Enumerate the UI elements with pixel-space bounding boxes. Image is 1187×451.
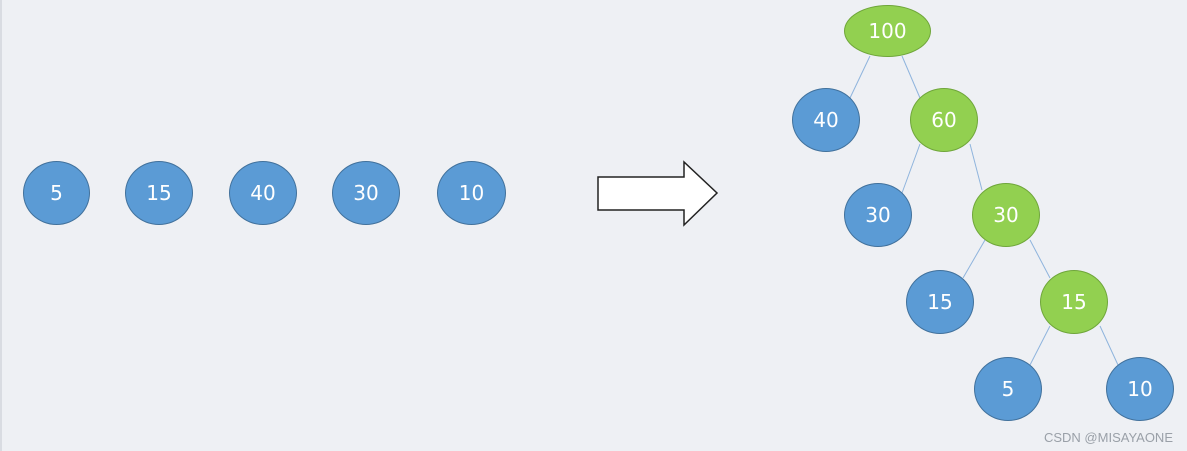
input-node-10: 10 bbox=[437, 161, 506, 225]
tree-node-leaf-15: 15 bbox=[906, 270, 974, 334]
input-node-30: 30 bbox=[332, 161, 400, 225]
edge-100-60 bbox=[901, 55, 921, 99]
edge-100-40 bbox=[849, 55, 871, 99]
edge-60-30-leaf bbox=[901, 143, 921, 194]
edge-60-30-internal bbox=[969, 143, 983, 191]
tree-node-leaf-40: 40 bbox=[792, 88, 860, 152]
tree-node-root: 100 bbox=[844, 5, 931, 57]
edge-15-10 bbox=[1099, 325, 1119, 366]
input-node-40: 40 bbox=[229, 161, 297, 225]
tree-node-leaf-10: 10 bbox=[1106, 357, 1174, 421]
tree-node-internal-60: 60 bbox=[910, 88, 978, 152]
tree-node-internal-15: 15 bbox=[1040, 270, 1108, 334]
edge-30-15-leaf bbox=[962, 239, 986, 279]
watermark: CSDN @MISAYAONE bbox=[1043, 430, 1173, 445]
left-border bbox=[0, 0, 2, 451]
edge-15-5 bbox=[1029, 325, 1051, 366]
input-node-5: 5 bbox=[23, 161, 90, 225]
tree-node-internal-30: 30 bbox=[972, 183, 1040, 247]
input-node-15: 15 bbox=[125, 161, 193, 225]
right-arrow-icon bbox=[597, 160, 719, 227]
edge-30-15-internal bbox=[1029, 239, 1051, 279]
tree-node-leaf-30: 30 bbox=[844, 183, 912, 247]
tree-node-leaf-5: 5 bbox=[974, 357, 1042, 421]
